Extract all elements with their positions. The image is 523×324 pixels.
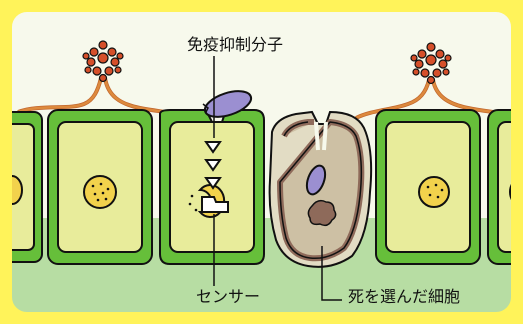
plant-cell-partial-left: [11, 111, 43, 263]
fungal-spore-cluster-left: [82, 40, 124, 83]
panel-frame: [10, 10, 513, 314]
dead-cell-label: 死を選んだ細胞: [348, 287, 461, 306]
dead-cell: [268, 110, 373, 268]
plant-cell-1: [47, 109, 153, 265]
nucleus: [83, 175, 117, 209]
inhibitor-label: 免疫抑制分子: [187, 35, 284, 54]
sensor-label: センサー: [196, 287, 261, 306]
leader-lines: [213, 56, 342, 301]
inhibitor-molecule: [202, 90, 253, 118]
signal-arrows: [204, 141, 222, 190]
nucleus: [418, 176, 450, 208]
plant-cell-partial-right: [487, 109, 512, 265]
fungal-spore-cluster-right: [410, 42, 452, 85]
sensor: [201, 196, 229, 213]
plant-cell-4: [375, 109, 481, 265]
